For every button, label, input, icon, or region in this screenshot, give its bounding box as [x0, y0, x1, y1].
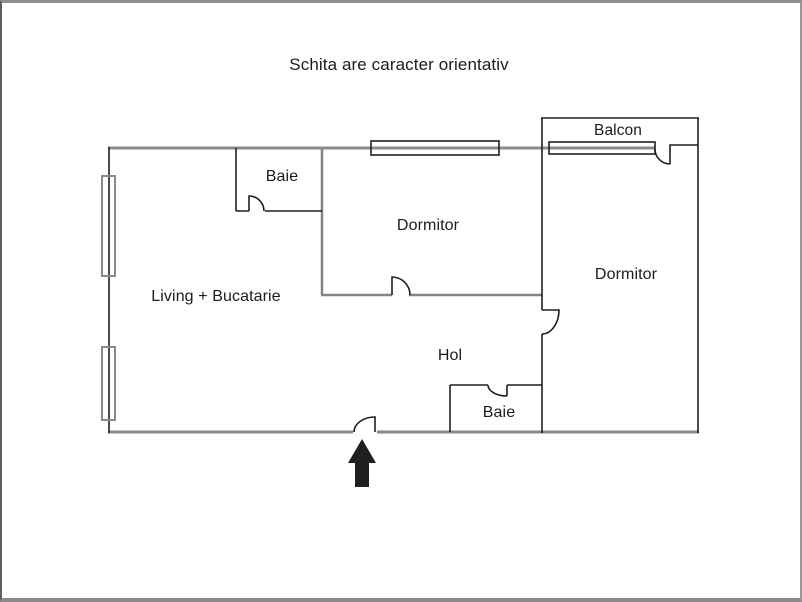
room-label-dormitor-center: Dormitor [396, 217, 460, 234]
entrance-arrow-icon [348, 439, 376, 487]
gray-walls [108, 146, 699, 434]
door-baie-bottom [487, 384, 508, 397]
plan-title: Schita are caracter orientativ [289, 55, 509, 74]
door-balcony [654, 148, 671, 165]
door-dormitor-right [541, 309, 560, 335]
room-label-living: Living + Bucatarie [151, 288, 281, 305]
room-label-baie-top: Baie [265, 168, 299, 185]
room-label-hol: Hol [437, 347, 463, 364]
door-baie-top [248, 195, 265, 212]
room-label-baie-bottom: Baie [482, 404, 516, 421]
windows [101, 140, 656, 421]
doors [248, 148, 671, 433]
room-label-balcon: Balcon [594, 122, 642, 139]
floor-plan-drawing [101, 117, 699, 487]
balcony-door-jamb [669, 144, 698, 164]
window-dormitor-center [370, 140, 500, 156]
black-walls [108, 117, 699, 433]
window-left-lower [101, 346, 116, 421]
window-balcony [548, 141, 656, 155]
room-label-dormitor-right: Dormitor [594, 266, 658, 283]
door-entrance [353, 416, 376, 433]
door-dormitor-center [391, 276, 411, 296]
window-left-upper [101, 175, 116, 277]
